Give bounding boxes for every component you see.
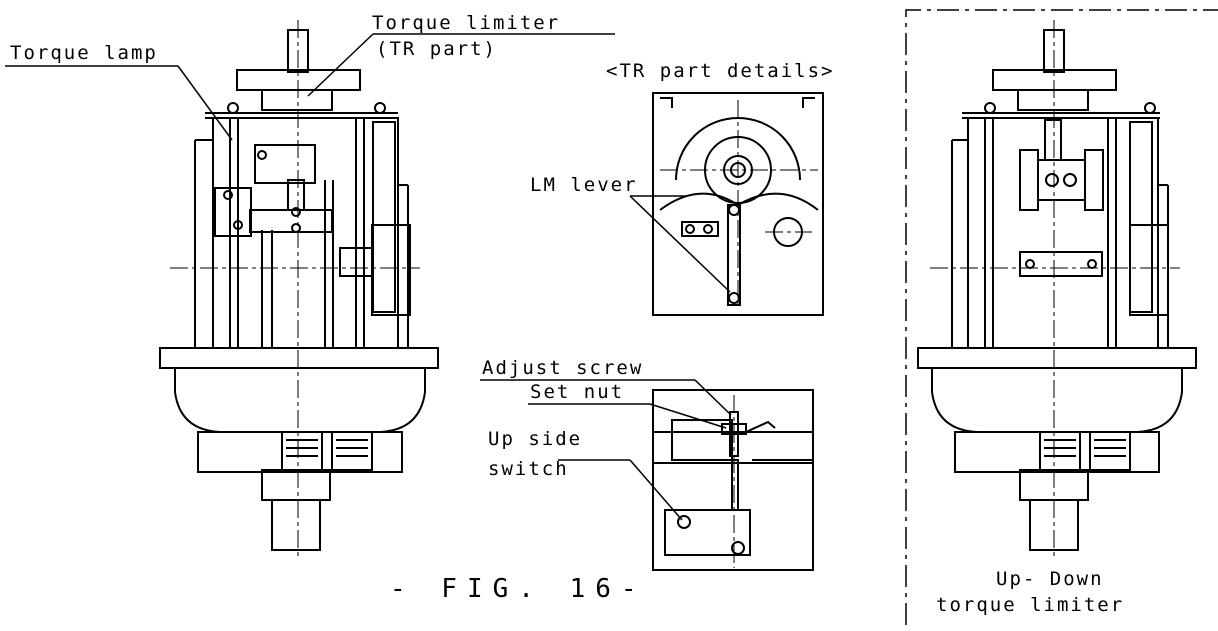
up-torque-switch bbox=[1084, 149, 1104, 211]
label-switch: switch bbox=[488, 458, 569, 480]
up-side-switch bbox=[664, 509, 751, 556]
lm-leader bbox=[629, 195, 731, 293]
label-adjust-screw: Adjust screw bbox=[482, 357, 644, 379]
label-set-nut: Set nut bbox=[530, 381, 625, 403]
label-up-down: Up- Down bbox=[996, 568, 1104, 590]
torque-switch-upper bbox=[254, 144, 316, 184]
label-up-side: Up side bbox=[488, 428, 583, 450]
label-torque-lamp: Torque lamp bbox=[10, 42, 158, 64]
down-torque-switch bbox=[1019, 149, 1039, 211]
right-unit bbox=[917, 29, 1197, 551]
right-centerlines bbox=[930, 20, 1180, 560]
switch-leaders bbox=[480, 379, 732, 521]
label-tr-part-details: <TR part details> bbox=[606, 60, 835, 82]
left-unit bbox=[159, 29, 439, 551]
switch-detail bbox=[652, 389, 814, 571]
base-bowl bbox=[174, 368, 426, 433]
hub bbox=[261, 89, 333, 111]
figure-caption: - FIG. 16- bbox=[390, 574, 647, 604]
cable-gland-left bbox=[281, 431, 323, 471]
cable-gland-right bbox=[331, 431, 373, 471]
left-centerlines bbox=[170, 20, 420, 560]
left-leaders bbox=[5, 33, 615, 141]
label-lm-lever: LM lever bbox=[530, 174, 638, 196]
torque-switch-side bbox=[214, 187, 252, 237]
tr-centerlines bbox=[660, 100, 818, 310]
tr-detail-frame bbox=[652, 92, 824, 316]
label-torque-limiter: Torque limiter bbox=[372, 12, 561, 34]
switch-plate bbox=[249, 209, 333, 233]
bottom-shaft bbox=[271, 499, 321, 551]
label-torque-limiter-lower: torque limiter bbox=[936, 594, 1125, 616]
spring-column bbox=[372, 121, 396, 313]
label-tr-part: (TR part) bbox=[376, 38, 497, 60]
base-flange bbox=[159, 347, 439, 369]
side-gear bbox=[371, 224, 411, 316]
right-panel-border bbox=[905, 9, 1218, 625]
switch-detail-frame bbox=[652, 389, 814, 571]
